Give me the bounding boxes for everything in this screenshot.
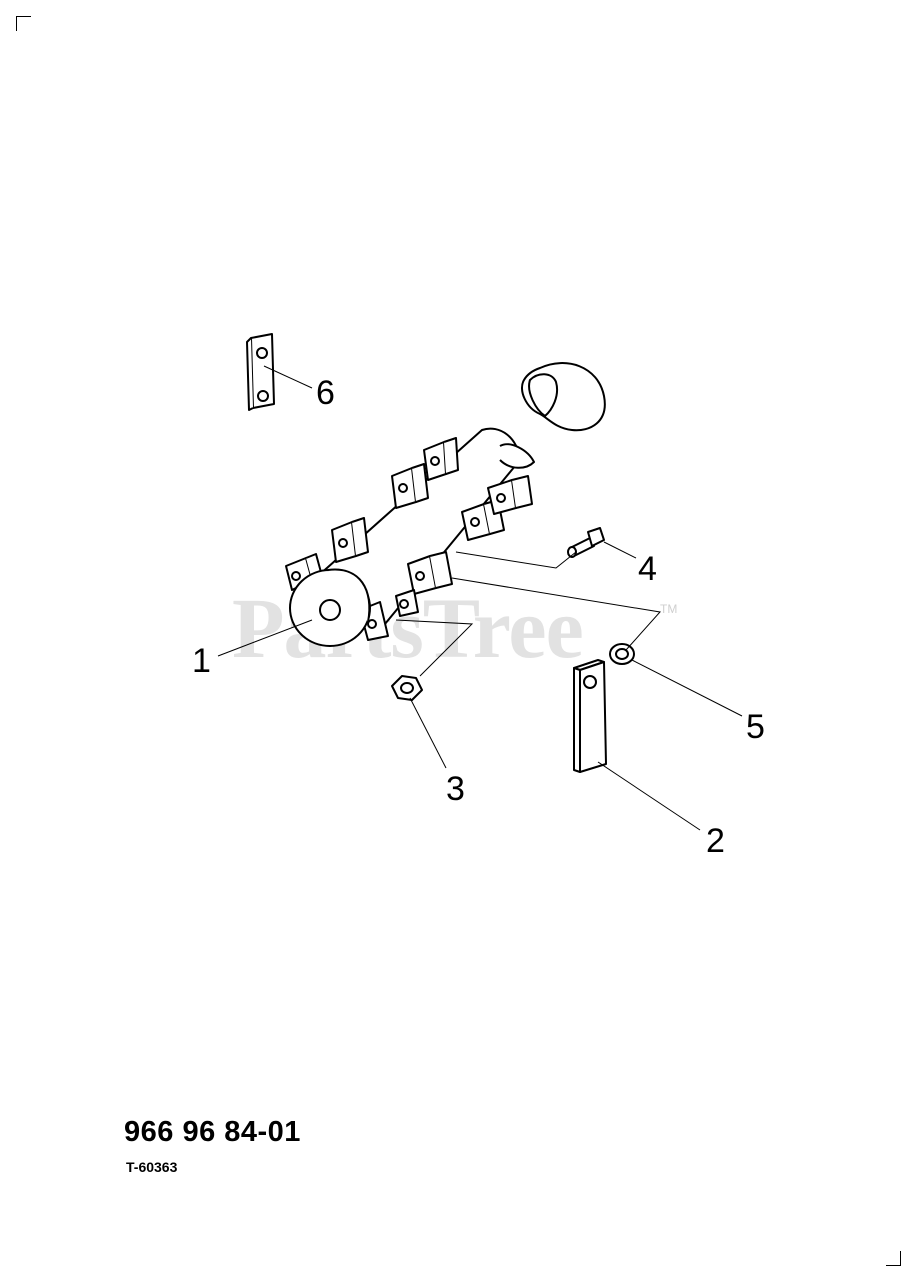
part-number: 966 96 84-01	[124, 1116, 301, 1148]
leader-line-6	[263, 365, 313, 389]
crop-mark-top-left	[16, 16, 31, 31]
callout-2: 2	[706, 822, 725, 860]
callout-5: 5	[746, 708, 765, 746]
part-4-bolt	[567, 527, 605, 558]
callout-3: 3	[446, 770, 465, 808]
leader-lines	[217, 365, 743, 831]
leader-line-1	[217, 619, 313, 657]
leader-line-3a	[395, 619, 474, 677]
callout-4: 4	[638, 550, 657, 588]
part-5-washer	[609, 643, 635, 665]
callout-6: 6	[316, 374, 335, 412]
crop-mark-bottom-right	[886, 1251, 901, 1266]
callout-1: 1	[192, 642, 211, 680]
part-1-rotor-shaft	[285, 427, 535, 647]
leader-line-4a	[455, 551, 577, 569]
watermark-trademark: TM	[660, 602, 678, 616]
leader-line-3b	[409, 697, 447, 769]
rubber-sleeve	[521, 362, 606, 432]
leader-line-5a	[451, 577, 661, 651]
part-6-plate	[246, 333, 275, 411]
part-2-flail-blade	[573, 659, 607, 773]
callout-labels: 1 2 3 4 5 6	[192, 374, 765, 860]
leader-line-5b	[631, 659, 743, 717]
part-3-nut	[391, 675, 423, 701]
leader-line-2	[597, 761, 701, 831]
drawing-number: T-60363	[126, 1159, 178, 1175]
leader-line-4b	[603, 541, 637, 559]
